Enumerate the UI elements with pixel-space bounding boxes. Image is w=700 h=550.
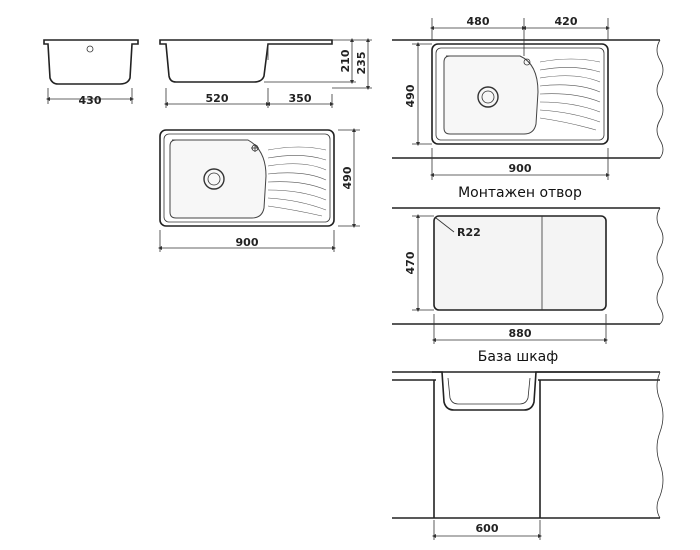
- dim-install-depth: 490: [404, 84, 417, 107]
- installed-view: 480 420 490 900: [392, 15, 664, 180]
- dim-cutout-depth: 470: [404, 251, 417, 274]
- cabinet-view: 600: [392, 371, 664, 540]
- caption-cabinet: База шкаф: [478, 349, 559, 365]
- dim-install-bowl: 480: [467, 15, 490, 28]
- front-view: 430: [43, 39, 139, 107]
- dim-side-bowl: 520: [206, 92, 229, 105]
- drainer-ribs: [267, 146, 327, 217]
- dim-side-drainer: 350: [289, 92, 312, 105]
- dim-top-width: 900: [236, 236, 259, 249]
- dim-install-drainer: 420: [555, 15, 578, 28]
- dim-cutout-radius: R22: [457, 226, 481, 239]
- side-view: 210 235 520 350: [159, 38, 372, 108]
- dim-side-depth-inner: 210: [339, 49, 352, 72]
- top-view: 490 900: [158, 128, 360, 252]
- dim-install-width: 900: [509, 162, 532, 175]
- dim-front-width: 430: [79, 94, 102, 107]
- dim-cabinet-width: 600: [476, 522, 499, 535]
- dim-top-depth: 490: [341, 166, 354, 189]
- dim-side-depth-total: 235: [355, 52, 368, 75]
- installed-drainer-ribs: [539, 58, 601, 131]
- dim-cutout-width: 880: [509, 327, 532, 340]
- cutout-view: R22 470 880: [392, 207, 664, 344]
- caption-cutout: Монтажен отвор: [458, 185, 582, 201]
